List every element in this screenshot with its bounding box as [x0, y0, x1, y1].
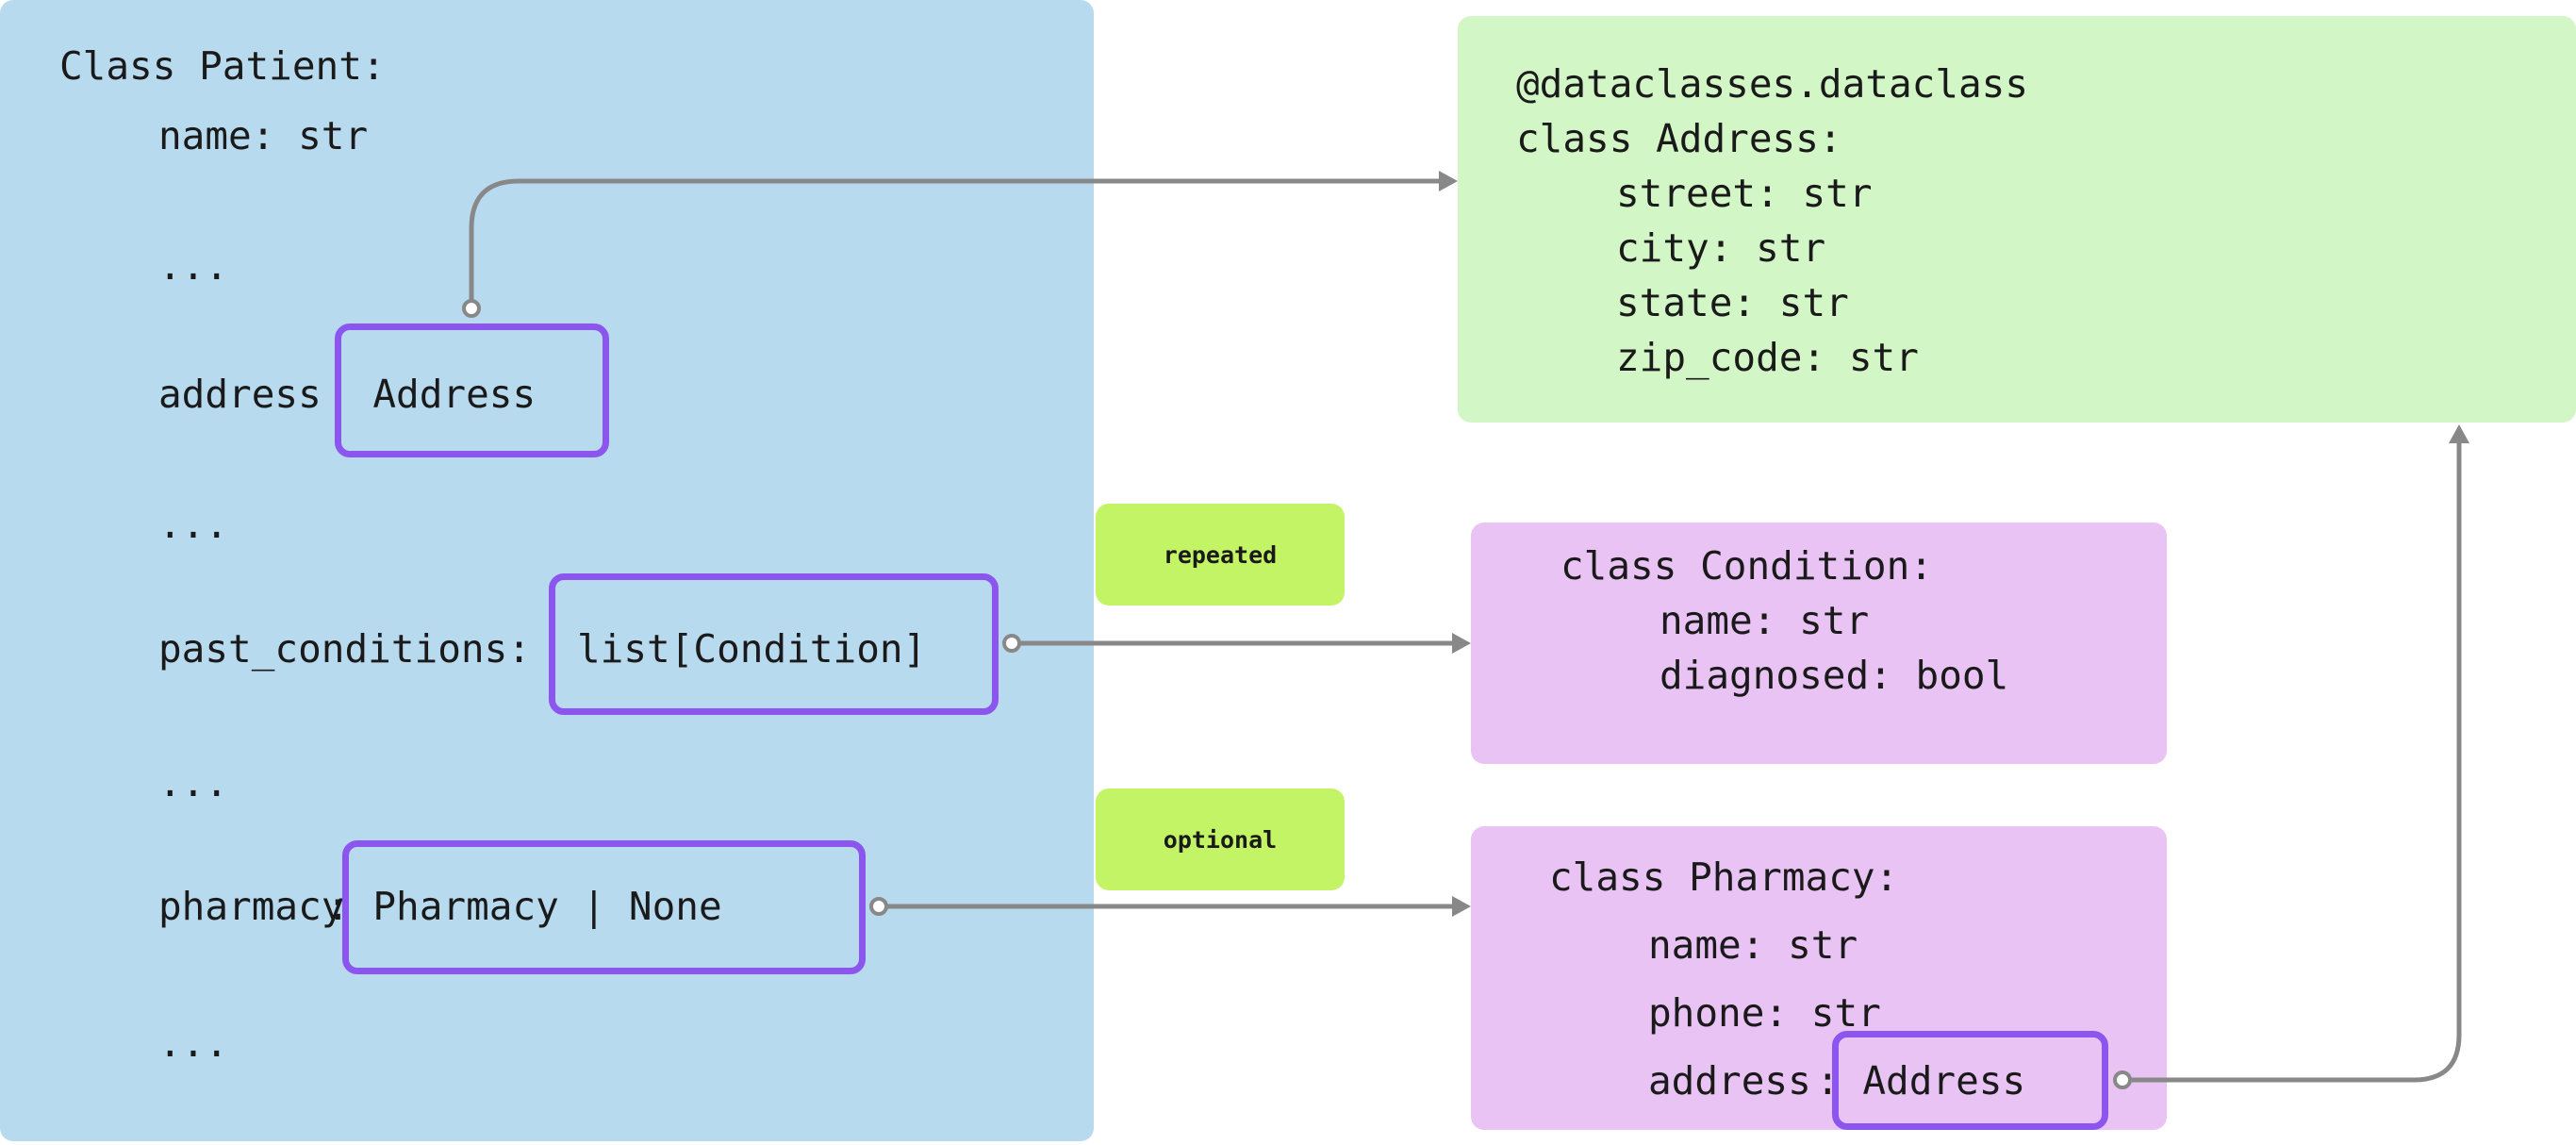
pharmacy-address-connector	[2120, 429, 2464, 1083]
pharmacy-class-panel: class Pharmacy: name: str phone: str add…	[1471, 826, 2167, 1130]
condition-field-name: name: str	[1660, 598, 1870, 643]
patient-past-conditions-type: list[Condition]	[577, 626, 927, 672]
condition-field-diagnosed: diagnosed: bool	[1660, 653, 2009, 698]
address-decorator: @dataclasses.dataclass	[1516, 61, 2029, 107]
patient-ellipsis-2: ...	[158, 502, 229, 547]
patient-class-header: Class Patient:	[59, 43, 386, 89]
condition-class-header: class Condition:	[1560, 543, 1933, 589]
patient-ellipsis-4: ...	[158, 1021, 229, 1066]
address-field-city: city: str	[1616, 225, 1826, 271]
patient-past-conditions-field-name: past_conditions:	[158, 626, 531, 672]
pharmacy-class-header: class Pharmacy:	[1549, 855, 1899, 900]
condition-class-panel: class Condition: name: str diagnosed: bo…	[1471, 523, 2167, 764]
address-type-highlight	[335, 324, 609, 457]
address-field-state: state: str	[1616, 280, 1849, 325]
patient-ellipsis-1: ...	[158, 243, 229, 289]
address-field-zip-code: zip_code: str	[1616, 335, 1919, 380]
past-conditions-type-highlight	[549, 573, 999, 715]
patient-pharmacy-field-name: pharmacy	[158, 884, 345, 929]
pharmacy-type-highlight	[342, 840, 866, 974]
pharmacy-address-field-name: address	[1648, 1058, 1811, 1104]
pharmacy-address-type-highlight	[1832, 1031, 2108, 1130]
patient-ellipsis-3: ...	[158, 760, 229, 805]
optional-label: optional	[1096, 788, 1345, 890]
address-field-street: street: str	[1616, 171, 1873, 216]
address-class-header: class Address:	[1516, 116, 1842, 161]
address-class-panel: @dataclasses.dataclass class Address: st…	[1458, 16, 2576, 423]
patient-address-field-name: address	[158, 372, 322, 417]
patient-name-field: name: str	[158, 113, 369, 158]
pharmacy-field-phone: phone: str	[1648, 990, 1881, 1036]
repeated-label: repeated	[1096, 504, 1345, 606]
pharmacy-field-name: name: str	[1648, 922, 1858, 968]
